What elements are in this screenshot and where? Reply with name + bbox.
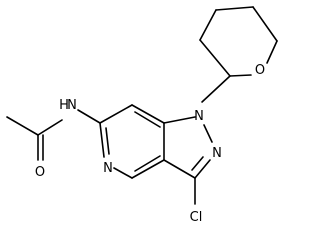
bond-c6-c5-pyran: [252, 6, 278, 42]
bond-n1-n2: [203, 124, 213, 143]
bond-c4-n5: [113, 167, 133, 179]
bond-c6-c7: [99, 104, 133, 124]
bond-c7a-n1: [163, 116, 196, 124]
bond-c5-c4-pyran: [215, 6, 254, 11]
bond-c3-c3a: [163, 159, 196, 179]
bond-n5-c6-inner: [105, 127, 110, 155]
atom-hydrogen-amide: H: [59, 98, 69, 113]
bond-n2-c3: [194, 159, 211, 179]
bonds: [6, 6, 278, 205]
bond-o-c6-pyran: [266, 40, 278, 64]
bond-carbonyl-amide-n: [37, 119, 63, 136]
bond-n5-c6: [99, 122, 105, 158]
atom-oxygen-carbonyl: O: [35, 165, 45, 180]
bond-c2-o-pyran: [229, 74, 252, 77]
bond-n2-c3-inner: [191, 156, 204, 171]
molecule-structure: O H N N N N O Cl: [6, 6, 278, 225]
bond-c3a-c4: [131, 159, 165, 179]
atom-labels: O H N N N N O Cl: [35, 63, 265, 225]
atom-nitrogen-pyrazole-2: N: [212, 146, 222, 161]
atom-nitrogen-pyrazole-1: N: [194, 109, 204, 124]
bond-n1-c2-pyran: [201, 75, 231, 103]
bond-c3a-c4-inner: [134, 155, 161, 172]
bond-c7-c7a-inner: [134, 111, 161, 128]
atom-chlorine: Cl: [190, 210, 203, 225]
atom-nitrogen-amide: N: [67, 98, 77, 113]
bond-c4-c3-pyran: [199, 9, 217, 41]
bond-c3-c2-pyran: [199, 39, 231, 77]
bond-amide-n-ring: [77, 109, 101, 124]
atom-oxygen-pyran: O: [255, 63, 265, 78]
bond-methyl-carbonyl: [6, 116, 39, 136]
atom-nitrogen-pyridine: N: [103, 161, 113, 176]
bond-c7-c7a: [131, 104, 165, 124]
